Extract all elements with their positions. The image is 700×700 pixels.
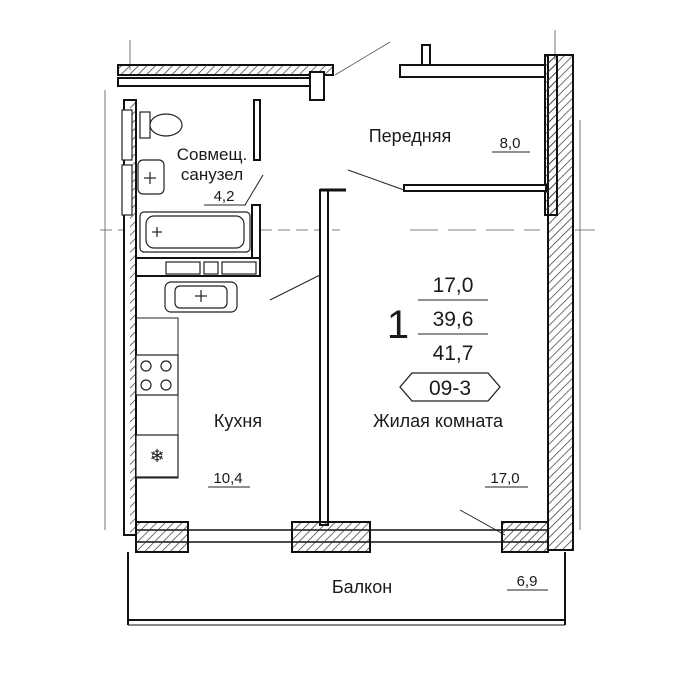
apartment-code-badge: 09-3 <box>399 372 501 402</box>
toilet-icon <box>139 111 183 139</box>
balcony-area: 6,9 <box>517 573 538 590</box>
living-name: Жилая комната <box>373 411 504 431</box>
bathroom-name-line1: Совмещ. <box>177 145 247 164</box>
balcony-name: Балкон <box>332 577 392 597</box>
bathroom-name-line2: санузел <box>181 165 243 184</box>
door-lines <box>244 169 506 536</box>
total-with-balcony-summary: 41,7 <box>433 342 474 365</box>
apartment-code: 09-3 <box>429 377 471 400</box>
kitchen-name: Кухня <box>214 411 262 431</box>
shelf-units <box>121 109 257 275</box>
hall-area: 8,0 <box>500 135 521 152</box>
bathroom-area: 4,2 <box>214 188 235 205</box>
sink-icon <box>137 159 165 195</box>
kitchen-counter <box>136 317 179 479</box>
svg-text:❄: ❄ <box>149 446 164 466</box>
total-area-summary: 39,6 <box>433 308 474 331</box>
refrigerator-icon: ❄ <box>135 434 179 478</box>
living-area: 17,0 <box>490 470 519 487</box>
bathtub-icon <box>139 211 251 253</box>
hall-name: Передняя <box>369 126 452 146</box>
living-area-summary: 17,0 <box>433 274 474 297</box>
stove-icon <box>135 354 179 396</box>
rooms-count: 1 <box>387 303 409 347</box>
walls <box>117 44 574 626</box>
kitchen-area: 10,4 <box>213 470 242 487</box>
kitchen-sink-icon <box>164 281 238 313</box>
